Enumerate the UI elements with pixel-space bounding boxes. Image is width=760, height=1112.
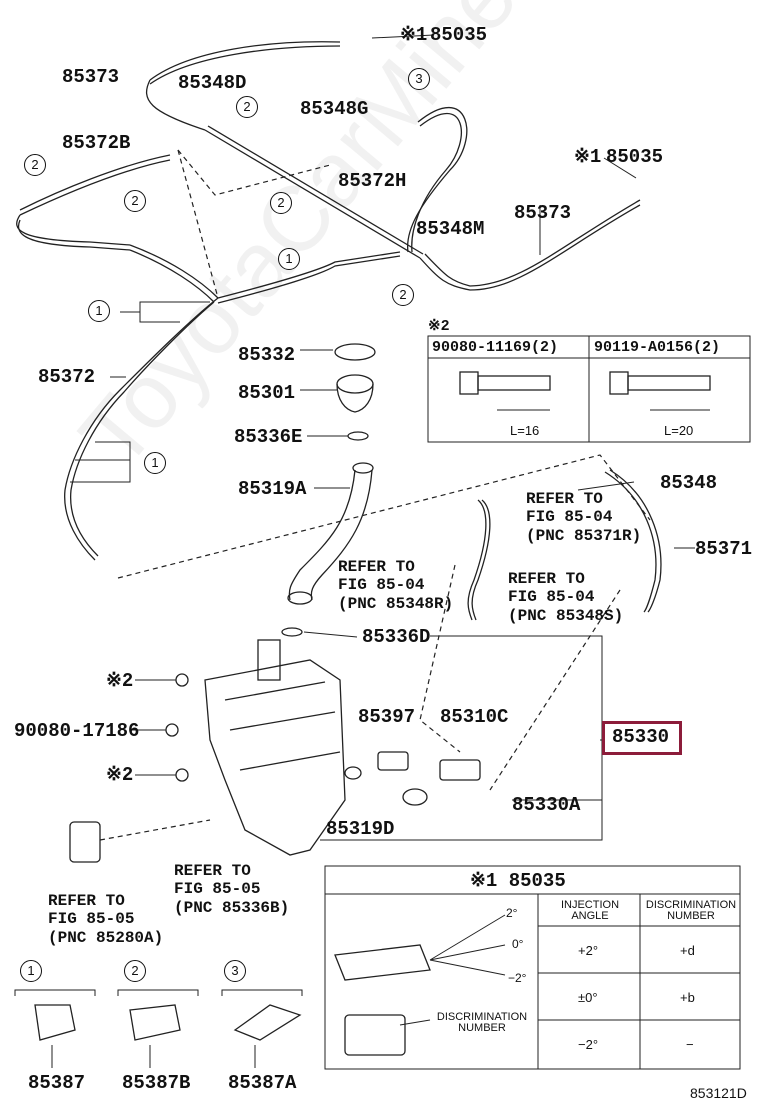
part-label-85348m[interactable]: 85348M [416, 218, 485, 240]
bolt-left [459, 371, 551, 411]
part-label-85373-left[interactable]: 85373 [62, 66, 120, 88]
part-label-85035-right[interactable]: 85035 [606, 146, 664, 168]
bolt-table-title: ※2 [428, 318, 450, 335]
part-label-85348d[interactable]: 85348D [178, 72, 247, 94]
refer-note-85336b[interactable]: REFER TO FIG 85-05 (PNC 85336B) [174, 862, 290, 917]
part-label-85330[interactable]: 85330 [612, 726, 670, 748]
part-label-85387a[interactable]: 85387A [228, 1072, 297, 1094]
angle-mark-minus2: −2° [508, 971, 527, 985]
callout-circle-3: 3 [224, 960, 246, 982]
part-label-85387[interactable]: 85387 [28, 1072, 86, 1094]
part-label-85301[interactable]: 85301 [238, 382, 296, 404]
asterisk-2-marker-b: ※2 [106, 764, 134, 786]
part-label-85372b[interactable]: 85372B [62, 132, 131, 154]
header-injection-angle: INJECTION ANGLE [560, 899, 620, 922]
bolt-right [609, 371, 711, 411]
header-discrimination-number: DISCRIMINATION NUMBER [645, 899, 737, 922]
part-label-85371[interactable]: 85371 [695, 538, 753, 560]
callout-circle-1: 1 [88, 300, 110, 322]
bolt-length-20: L=20 [664, 423, 694, 438]
refer-note-85348s[interactable]: REFER TO FIG 85-04 (PNC 85348S) [508, 570, 624, 625]
row-angle-1: +2° [578, 943, 599, 958]
refer-note-85280a[interactable]: REFER TO FIG 85-05 (PNC 85280A) [48, 892, 164, 947]
part-label-85397[interactable]: 85397 [358, 706, 416, 728]
callout-circle-2: 2 [24, 154, 46, 176]
asterisk-1-marker-right: ※1 [574, 146, 602, 168]
callout-circle-3: 3 [408, 68, 430, 90]
callout-circle-1: 1 [144, 452, 166, 474]
part-label-85348g[interactable]: 85348G [300, 98, 369, 120]
discrimination-number-label: DISCRIMINATION NUMBER [436, 1011, 528, 1034]
part-label-85332[interactable]: 85332 [238, 344, 296, 366]
row-disc-3: − [686, 1037, 694, 1052]
part-label-85387b[interactable]: 85387B [122, 1072, 191, 1094]
part-label-85348[interactable]: 85348 [660, 472, 718, 494]
part-label-85373-right[interactable]: 85373 [514, 202, 572, 224]
asterisk-2-marker-a: ※2 [106, 670, 134, 692]
refer-note-85348r[interactable]: REFER TO FIG 85-04 (PNC 85348R) [338, 558, 454, 613]
row-angle-2: ±0° [578, 990, 598, 1005]
part-label-85372[interactable]: 85372 [38, 366, 96, 388]
bolt-table-col2: 90119-A0156(2) [594, 339, 721, 356]
callout-circle-2: 2 [236, 96, 258, 118]
bolt-table-col1: 90080-11169(2) [432, 339, 559, 356]
angle-mark-plus2: 2° [506, 906, 518, 920]
callout-circle-1: 1 [20, 960, 42, 982]
part-label-85336d[interactable]: 85336D [362, 626, 431, 648]
refer-note-85371r[interactable]: REFER TO FIG 85-04 (PNC 85371R) [526, 490, 642, 545]
diagram-id: 853121D [690, 1085, 747, 1101]
angle-mark-0: 0° [512, 937, 524, 951]
callout-circle-2: 2 [270, 192, 292, 214]
part-label-85336e[interactable]: 85336E [234, 426, 303, 448]
row-angle-3: −2° [578, 1037, 599, 1052]
highlight-box-85330 [602, 721, 682, 755]
part-label-85330a[interactable]: 85330A [512, 794, 581, 816]
part-label-85372h[interactable]: 85372H [338, 170, 407, 192]
callout-circle-2: 2 [124, 960, 146, 982]
row-disc-2: +b [680, 990, 695, 1005]
part-label-85310c[interactable]: 85310C [440, 706, 509, 728]
part-label-85319d[interactable]: 85319D [326, 818, 395, 840]
part-label-85035-top[interactable]: 85035 [430, 24, 488, 46]
callout-circle-2: 2 [124, 190, 146, 212]
callout-circle-2: 2 [392, 284, 414, 306]
row-disc-1: +d [680, 943, 695, 958]
asterisk-1-marker: ※1 [400, 24, 428, 46]
part-label-85319a[interactable]: 85319A [238, 478, 307, 500]
bolt-length-16: L=16 [510, 423, 540, 438]
callout-circle-1: 1 [278, 248, 300, 270]
part-label-90080-17186[interactable]: 90080-17186 [14, 720, 140, 742]
nozzle-table-title: ※1 85035 [470, 870, 566, 892]
